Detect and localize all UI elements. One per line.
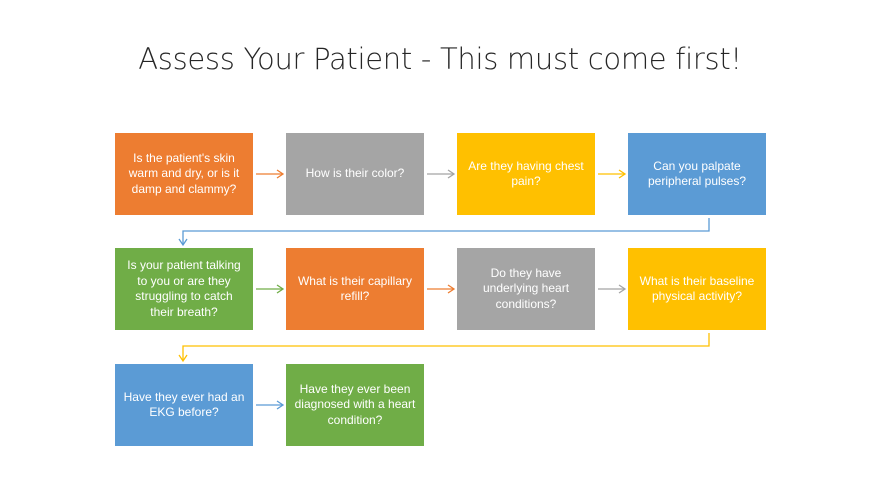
step-box-physical-activity: What is their baseline physical activity…: [628, 248, 766, 330]
arrowhead: [618, 284, 627, 294]
slide-title: Assess Your Patient - This must come fir…: [138, 42, 742, 76]
arrowhead: [276, 284, 285, 294]
arrowhead: [276, 169, 285, 179]
arrowhead: [618, 169, 627, 179]
step-box-heart-conditions: Do they have underlying heart conditions…: [457, 248, 595, 330]
arrowhead: [276, 400, 285, 410]
step-box-diagnosed: Have they ever been diagnosed with a hea…: [286, 364, 424, 446]
step-box-color: How is their color?: [286, 133, 424, 215]
arrowhead: [447, 169, 456, 179]
step-box-peripheral-pulses: Can you palpate peripheral pulses?: [628, 133, 766, 215]
connector-arrow: [182, 333, 710, 361]
step-box-capillary-refill: What is their capillary refill?: [286, 248, 424, 330]
arrowhead: [447, 284, 456, 294]
connector-arrow: [182, 218, 710, 245]
step-box-breathing: Is your patient talking to you or are th…: [115, 248, 253, 330]
step-box-ekg: Have they ever had an EKG before?: [115, 364, 253, 446]
arrowhead: [178, 238, 188, 247]
step-box-chest-pain: Are they having chest pain?: [457, 133, 595, 215]
arrowhead: [178, 354, 188, 363]
step-box-skin: Is the patient's skin warm and dry, or i…: [115, 133, 253, 215]
